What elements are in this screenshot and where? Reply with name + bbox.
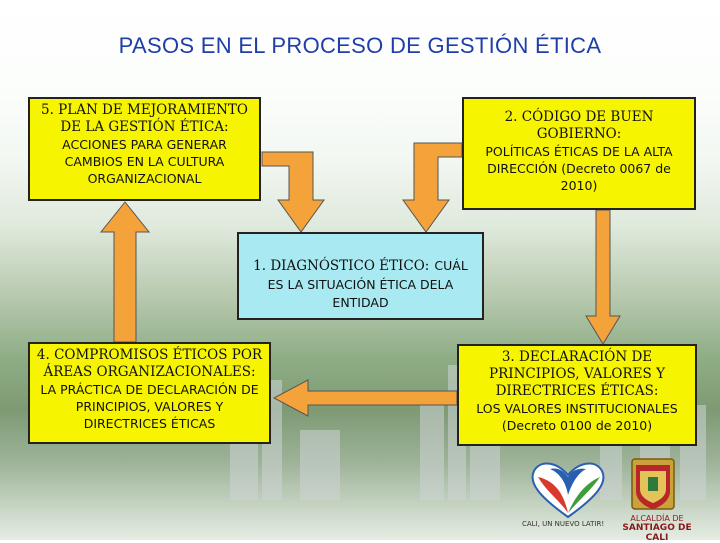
step1-text: CUÁL ES LA SITUACIÓN ÉTICA DELA ENTIDAD [267, 258, 468, 310]
step2-heading: 2. CÓDIGO DE BUEN GOBIERNO: [504, 109, 654, 142]
step4-text: LA PRÁCTICA DE DECLARACIÓN DE PRINCIPIOS… [40, 382, 259, 431]
step1-box: 1. DIAGNÓSTICO ÉTICO: CUÁL ES LA SITUACI… [237, 232, 484, 320]
step2-box: 2. CÓDIGO DE BUEN GOBIERNO: POLÍTICAS ÉT… [462, 97, 696, 210]
step4-heading: 4. COMPROMISOS ÉTICOS POR ÁREAS ORGANIZA… [36, 347, 263, 380]
arrow-3-to-4 [272, 379, 458, 417]
arrow-2-to-3 [585, 209, 621, 345]
alcaldia-line1: ALCALDÍA DE [630, 514, 684, 523]
alcaldia-line2: SANTIAGO DE CALI [622, 523, 692, 543]
step3-text: LOS VALORES INSTITUCIONALES (Decreto 010… [476, 401, 678, 433]
step5-box: 5. PLAN DE MEJORAMIENTO DE LA GESTIÓN ÉT… [28, 97, 261, 201]
alcaldia-caption: ALCALDÍA DE SANTIAGO DE CALI [615, 514, 699, 543]
step3-box: 3. DECLARACIÓN DE PRINCIPIOS, VALORES Y … [457, 344, 697, 446]
step5-text: ACCIONES PARA GENERAR CAMBIOS EN LA CULT… [62, 137, 227, 186]
heart-logo-icon [531, 462, 605, 519]
step1-heading: 1. DIAGNÓSTICO ÉTICO: [253, 258, 430, 274]
page-title: PASOS EN EL PROCESO DE GESTIÓN ÉTICA [118, 33, 602, 58]
step2-text: POLÍTICAS ÉTICAS DE LA ALTA DIRECCIÓN (D… [485, 144, 673, 193]
arrow-5-to-1 [261, 151, 325, 233]
logos-area [531, 458, 675, 519]
coat-of-arms-icon [631, 458, 675, 510]
step4-box: 4. COMPROMISOS ÉTICOS POR ÁREAS ORGANIZA… [28, 342, 271, 444]
heart-slogan: CALI, UN NUEVO LATIR! [522, 520, 605, 528]
arrow-2-to-1 [402, 142, 463, 233]
step5-heading: 5. PLAN DE MEJORAMIENTO DE LA GESTIÓN ÉT… [40, 102, 248, 135]
arrow-4-to-5 [99, 201, 151, 343]
step3-heading: 3. DECLARACIÓN DE PRINCIPIOS, VALORES Y … [489, 349, 665, 399]
